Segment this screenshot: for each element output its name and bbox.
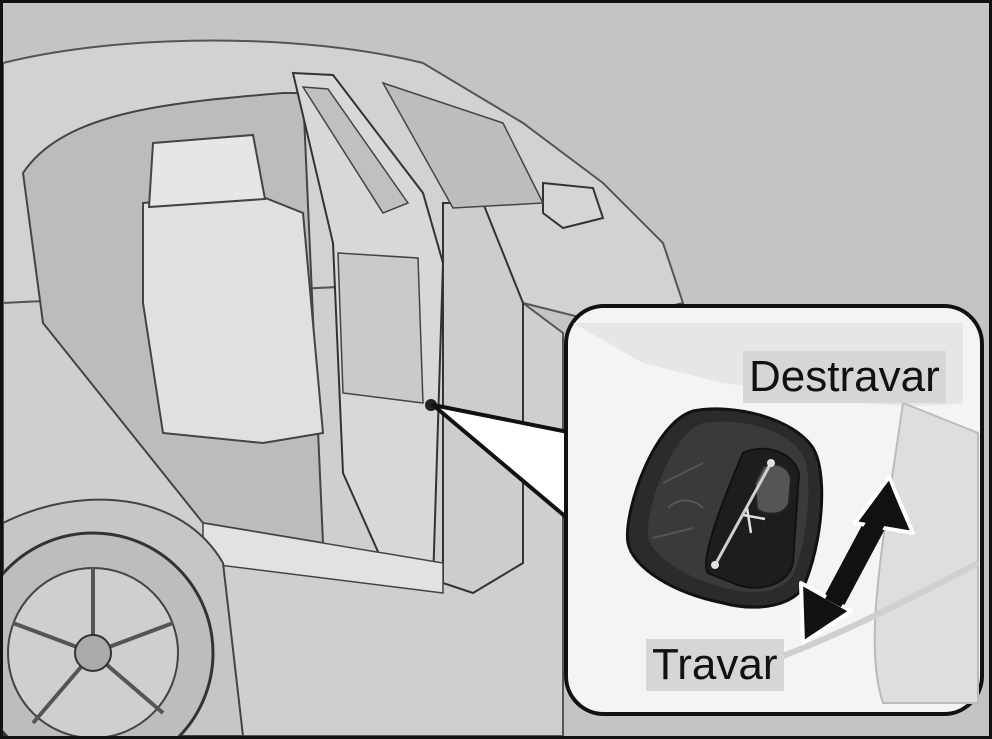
double-headed-arrow-icon [799, 475, 915, 645]
headrest [147, 133, 267, 209]
side-mirror [542, 181, 605, 230]
engraved-lock-symbols [652, 462, 704, 539]
lever-track-line [713, 462, 773, 566]
lock-position-dot [711, 561, 719, 569]
unlock-label: Destravar [743, 351, 946, 403]
front-window [381, 81, 545, 209]
lock-label: Travar [646, 639, 784, 691]
child-safety-lock-lever-icon [753, 463, 793, 515]
door-trim-panel [337, 252, 424, 404]
rear-seat [142, 191, 325, 445]
callout-surface-curve [762, 560, 980, 666]
door-window-frame [301, 86, 410, 214]
callout-seam [568, 435, 578, 521]
callout-surface-right [873, 401, 979, 704]
unlock-position-dot [767, 459, 775, 467]
wheel-hub [74, 634, 112, 672]
lever-pictogram [742, 507, 766, 534]
